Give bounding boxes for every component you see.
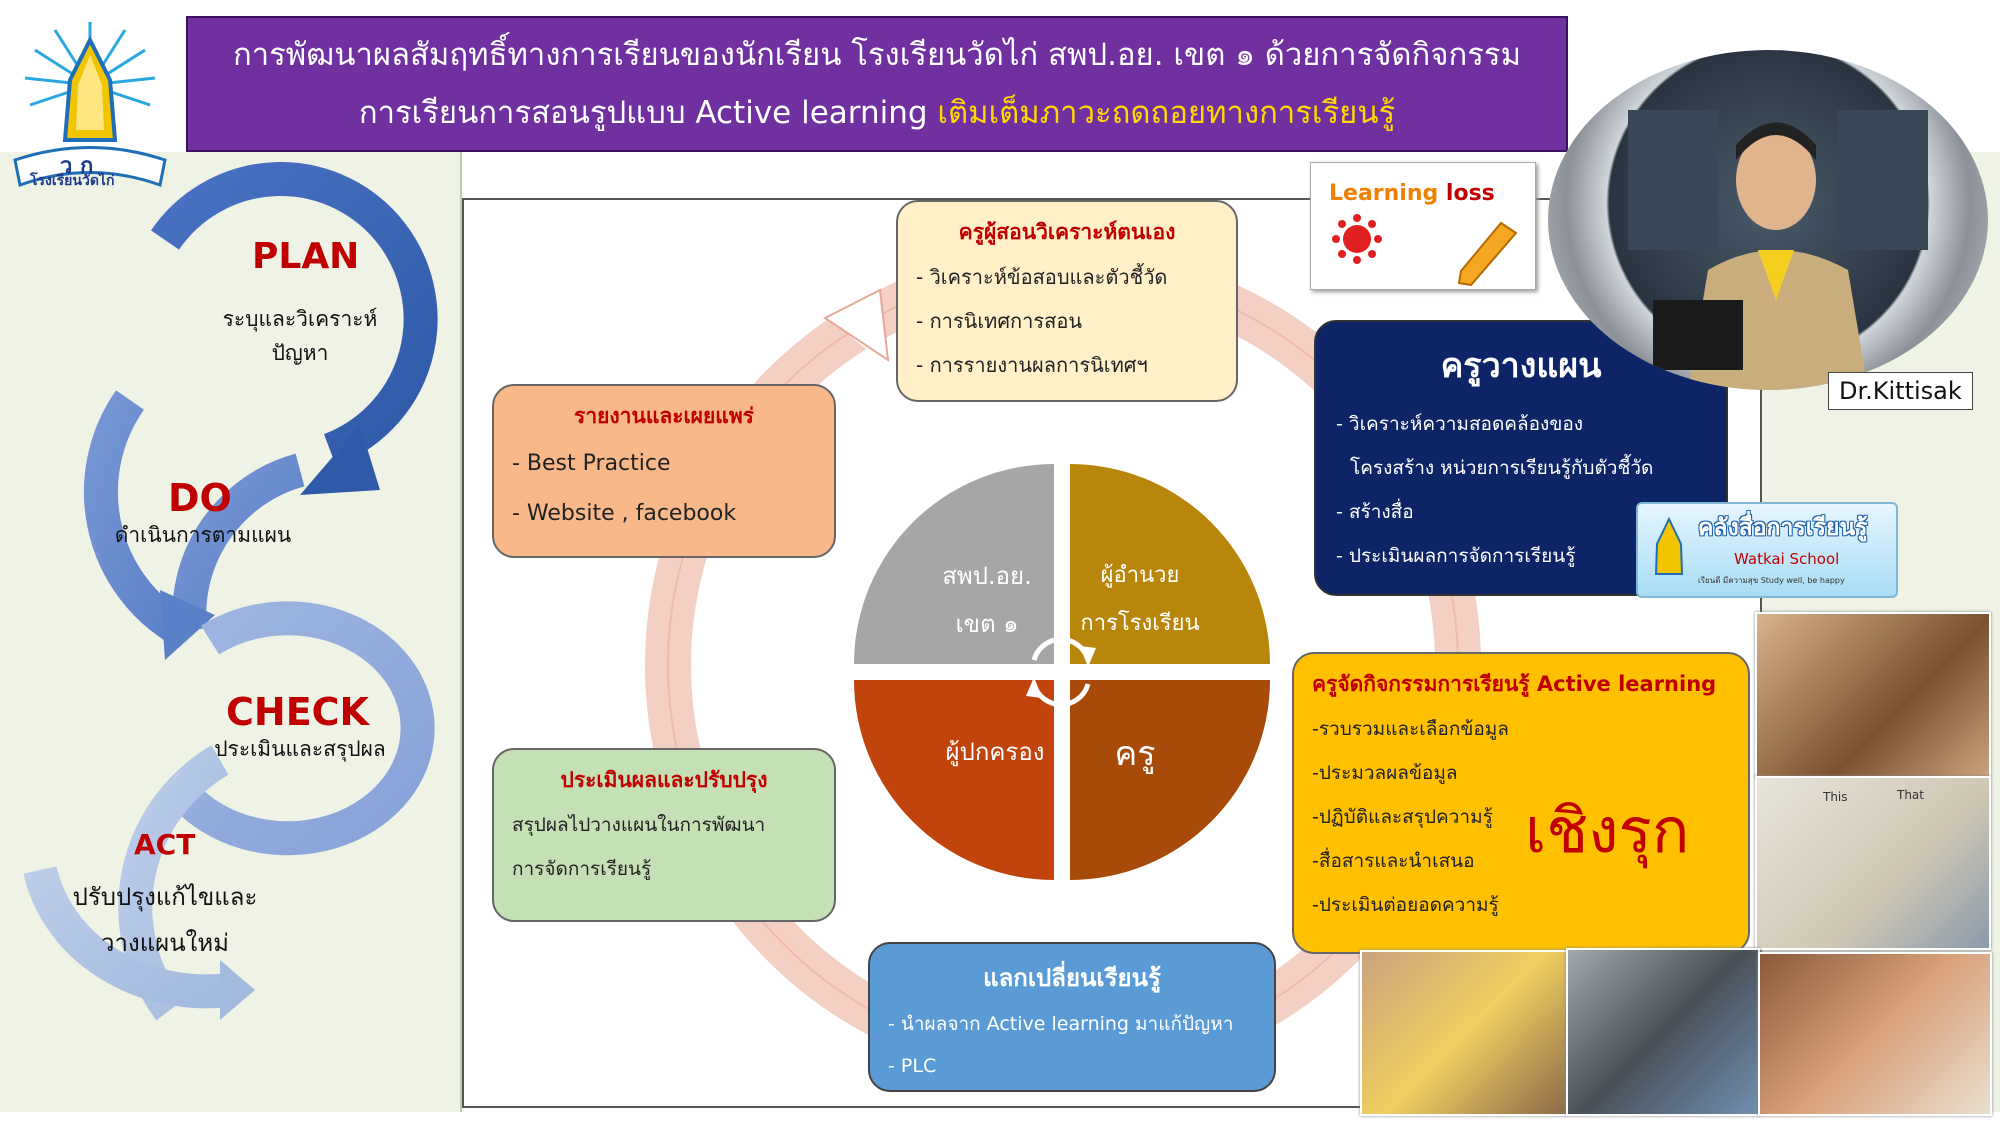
planning-item-3: - สร้างสื่อ [1336,501,1414,523]
quadrant-teacher [1070,680,1270,880]
photo-students-this-that: This That [1755,776,1991,950]
quadrant-director-line-1: ผู้อำนวย [1100,563,1180,588]
quadrant-area-line-1: สพป.อย. [942,562,1032,590]
logo-letters: ว ก [60,154,94,179]
pdca-cycle-arrows [23,162,438,1021]
activity-item-2: -ประมวลผลข้อมูล [1312,762,1458,784]
portrait-caption: Dr.Kittisak [1828,372,1973,410]
plan-text-line-2: ปัญหา [271,341,329,365]
quadrant-parents-label: ผู้ปกครอง [945,738,1045,766]
act-text-line-1: ปรับปรุงแก้ไขและ [72,883,258,911]
school-logo: ว ก โรงเรียนวัดไก่ [0,10,180,190]
planning-title: ครูวางแผน [1440,346,1602,386]
exchange-box: แลกเปลี่ยนเรียนรู้ - นำผลจาก Active lear… [868,942,1276,1092]
title-highlight: เติมเต็มภาวะถดถอยทางการเรียนรู้ [937,95,1396,131]
do-text: ดำเนินการตามแผน [114,523,292,547]
learning-label: Learning [1329,181,1439,206]
photo-label-that: That [1897,788,1924,802]
quadrant-director-line-2: การโรงเรียน [1080,611,1200,636]
self-analysis-box: ครูผู้สอนวิเคราะห์ตนเอง - วิเคราะห์ข้อสอ… [896,200,1238,402]
planning-item-1: - วิเคราะห์ความสอดคล้องของ [1336,413,1584,435]
self-analysis-item-3: - การรายงานผลการนิเทศฯ [916,353,1148,377]
title-line-1: การพัฒนาผลสัมฤทธิ์ทางการเรียนของนักเรียน… [232,37,1521,73]
act-label: ACT [134,828,196,861]
activity-item-4: -สื่อสารและนำเสนอ [1312,850,1475,872]
title-line-2-main: การเรียนการสอนรูปแบบ Active learning [358,95,938,131]
presenter-portrait [1548,50,1988,390]
virus-pencil-icon [1332,214,1518,287]
planning-item-4: - ประเมินผลการจัดการเรียนรู้ [1336,545,1576,567]
evaluate-box: ประเมินผลและปรับปรุง สรุปผลไปวางแผนในการ… [492,748,836,922]
media-library-school: Watkai School [1734,550,1840,568]
photo-tablet [1566,948,1760,1116]
quadrant-director [1070,464,1270,664]
plan-label: PLAN [252,236,360,277]
logo-icon [13,22,167,187]
self-analysis-title: ครูผู้สอนวิเคราะห์ตนเอง [958,220,1176,244]
exchange-item-2: - PLC [888,1055,937,1077]
check-text: ประเมินและสรุปผล [214,737,386,761]
check-label: CHECK [226,690,369,734]
activity-item-1: -รวบรวมและเลือกข้อมูล [1312,718,1509,740]
planning-box: ครูวางแผน - วิเคราะห์ความสอดคล้องของ โคร… [1314,320,1728,596]
self-analysis-item-1: - วิเคราะห์ข้อสอบและตัวชี้วัด [916,265,1168,289]
plan-text: ระบุและวิเคราะห์ ปัญหา [215,302,385,370]
activity-item-5: -ประเมินต่อยอดความรู้ [1312,894,1499,916]
check-arrow [166,601,435,856]
quadrant-area-line-2: เขต ๑ [955,610,1019,638]
active-big-word: เชิงรุก [1525,794,1690,867]
learning-loss-card: Learning loss [1310,162,1536,290]
person-avatar-icon [1628,110,1928,390]
title-banner: การพัฒนาผลสัมฤทธิ์ทางการเรียนของนักเรียน… [186,16,1568,152]
quadrant-teacher-label: ครู [1114,734,1156,774]
planning-item-2: โครงสร้าง หน่วยการเรียนรู้กับตัวชี้วัด [1350,457,1654,479]
report-item-1: - Best Practice [512,451,671,476]
activity-title: ครูจัดกิจกรรมการเรียนรู้ Active learning [1312,672,1717,696]
self-analysis-item-2: - การนิเทศการสอน [916,309,1083,333]
quadrant-director-label: ผู้อำนวย การโรงเรียน [1075,552,1205,648]
evaluate-item-1: สรุปผลไปวางแผนในการพัฒนา [512,814,766,836]
act-text: ปรับปรุงแก้ไขและ วางแผนใหม่ [60,874,270,966]
title-line-2: การเรียนการสอนรูปแบบ Active learning เติ… [188,84,1566,142]
logo-school-name: โรงเรียนวัดไก่ [30,173,115,189]
evaluate-title: ประเมินผลและปรับปรุง [560,768,768,792]
photo-drinking-straws [1758,952,1992,1116]
report-item-2: - Website , facebook [512,501,737,526]
activity-item-3: -ปฏิบัติและสรุปความรู้ [1312,806,1493,828]
do-label: DO [168,476,232,520]
plan-arrow [150,162,438,466]
photo-weaving [1360,950,1568,1116]
media-library-title: คลังสื่อการเรียนรู้ [1698,515,1868,541]
do-arrow [172,453,305,632]
act-text-line-2: วางแผนใหม่ [101,929,229,957]
exchange-item-1: - นำผลจาก Active learning มาแก้ปัญหา [888,1013,1234,1035]
quadrant-area [854,464,1054,664]
media-library-tagline: เรียนดี มีความสุข Study well, be happy [1698,576,1845,585]
loss-label: loss [1445,181,1495,206]
school-logo-small-icon [1654,516,1684,575]
report-box: รายงานและเผยแพร่ - Best Practice - Websi… [492,384,836,558]
activity-box: ครูจัดกิจกรรมการเรียนรู้ Active learning… [1292,652,1750,954]
exchange-title: แลกเปลี่ยนเรียนรู้ [983,964,1161,992]
learning-loss-label: Learning loss [1329,181,1495,206]
photo-label-this: This [1823,790,1848,804]
quadrant-area-label: สพป.อย. เขต ๑ [922,552,1052,648]
quadrant-circle [854,464,1270,880]
evaluate-item-2: การจัดการเรียนรู้ [512,858,652,880]
photo-students-experiment [1755,612,1991,778]
media-library-badge: คลังสื่อการเรียนรู้ Watkai School เรียนด… [1636,502,1898,598]
report-title: รายงานและเผยแพร่ [574,404,754,428]
plan-text-line-1: ระบุและวิเคราะห์ [222,307,378,331]
quadrant-parents [854,680,1054,880]
